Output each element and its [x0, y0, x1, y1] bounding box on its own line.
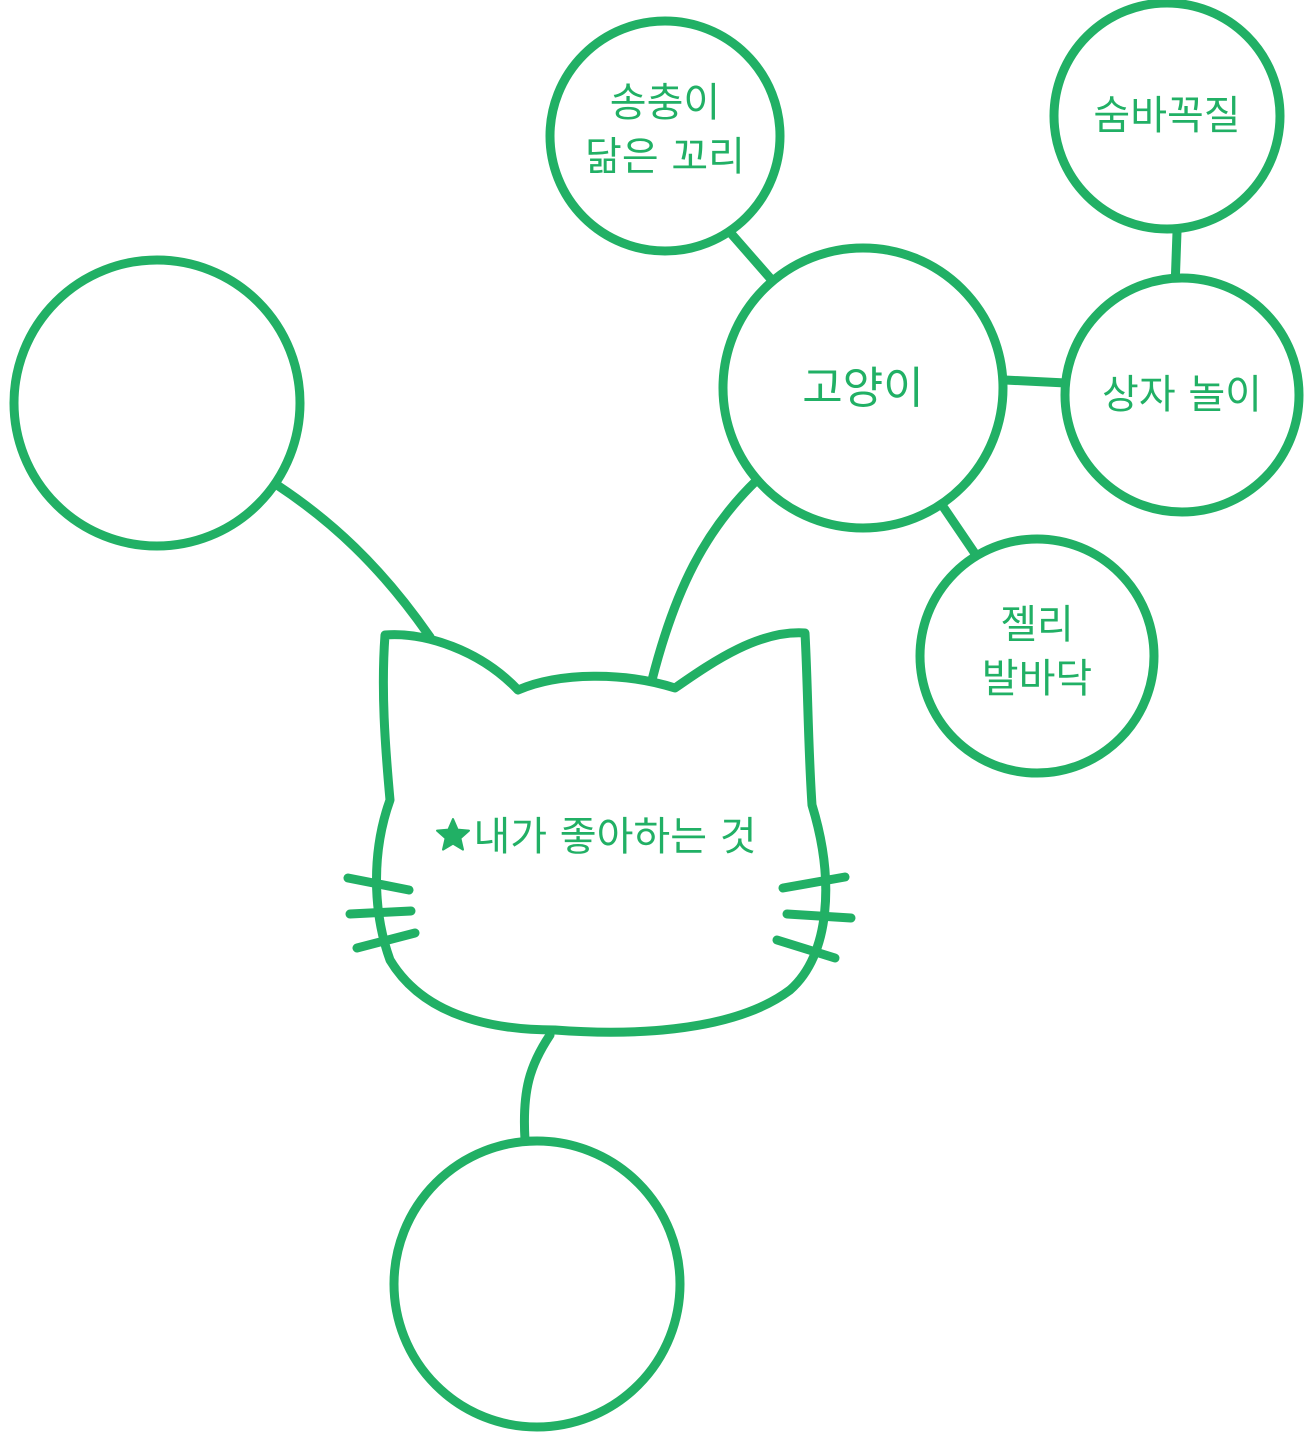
- node-cat-text: 고양이: [802, 363, 924, 414]
- node-empty-left[interactable]: [9, 255, 305, 551]
- center-node-label: 내가 좋아하는 것: [396, 810, 796, 864]
- connector-cat-tail: [723, 225, 775, 283]
- connector-head-left: [272, 480, 435, 642]
- node-box-text: 상자 놀이: [1102, 372, 1262, 418]
- node-tail[interactable]: [545, 16, 785, 256]
- node-paw-line1: 젤리: [1000, 602, 1074, 648]
- node-tail-line2: 닮은 꼬리: [585, 134, 745, 180]
- whisker-left-top: [343, 873, 414, 895]
- cat-head-outline[interactable]: [372, 628, 831, 1037]
- whisker-right-mid: [782, 909, 856, 923]
- whisker-left-bottom: [352, 928, 420, 953]
- node-tail-label: 송충이 닮은 꼬리: [565, 76, 765, 184]
- whisker-left-mid: [345, 906, 416, 919]
- star-icon: [436, 818, 471, 851]
- node-empty-bottom[interactable]: [389, 1136, 685, 1432]
- node-box-label: 상자 놀이: [1082, 368, 1282, 422]
- center-node-text: 내가 좋아하는 것: [473, 814, 757, 860]
- node-cat[interactable]: [718, 243, 1008, 533]
- connector-cat-paw: [937, 500, 983, 563]
- node-cat-label: 고양이: [763, 362, 963, 416]
- whisker-right-bottom: [772, 935, 840, 963]
- node-paw[interactable]: [915, 534, 1159, 778]
- connector-cat-box: [1000, 375, 1071, 388]
- connector-head-bottom: [519, 1030, 555, 1145]
- node-hide-label: 숨바꼭질: [1067, 89, 1267, 143]
- node-box[interactable]: [1060, 273, 1304, 517]
- connector-head-cat: [647, 475, 762, 685]
- whisker-right-top: [778, 872, 850, 893]
- node-paw-line2: 발바닥: [981, 656, 1093, 702]
- node-hide-text: 숨바꼭질: [1093, 93, 1241, 139]
- node-paw-label: 젤리 발바닥: [937, 598, 1137, 706]
- node-hide[interactable]: [1049, 0, 1285, 234]
- node-tail-line1: 송충이: [609, 80, 721, 126]
